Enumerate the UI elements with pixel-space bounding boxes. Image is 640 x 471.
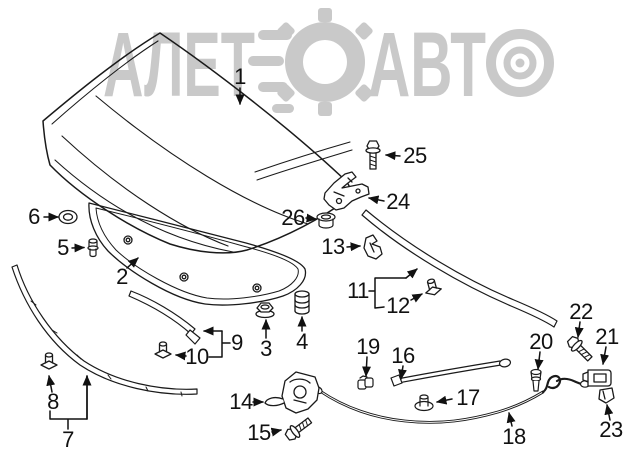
part-label-16[interactable]: 16 <box>391 343 415 368</box>
part-label-4[interactable]: 4 <box>296 329 308 354</box>
hood-hinge[interactable] <box>323 171 370 211</box>
part-label-17[interactable]: 17 <box>456 385 480 410</box>
part-label-14[interactable]: 14 <box>229 389 253 414</box>
gear-icon <box>248 8 373 116</box>
part-label-1[interactable]: 1 <box>234 64 246 89</box>
handle-bracket[interactable] <box>582 369 612 387</box>
part-label-12[interactable]: 12 <box>386 293 410 318</box>
leader-15 <box>270 427 282 437</box>
part-label-22[interactable]: 22 <box>569 299 593 324</box>
part-label-9[interactable]: 9 <box>231 330 243 355</box>
leader-25 <box>385 151 401 161</box>
push-clip-12[interactable] <box>421 276 444 298</box>
retainer-plate[interactable] <box>598 387 615 404</box>
part-label-11[interactable]: 11 <box>347 278 369 303</box>
part-label-23[interactable]: 23 <box>599 417 623 442</box>
leader-24 <box>368 195 385 205</box>
leader-10 <box>175 351 187 361</box>
part-label-5[interactable]: 5 <box>57 235 69 260</box>
plug-clip-20[interactable] <box>530 368 542 392</box>
part-label-19[interactable]: 19 <box>356 334 380 359</box>
watermark-text-right: АВТ <box>368 14 486 116</box>
prop-rod[interactable] <box>390 358 512 387</box>
leader-22 <box>574 321 584 338</box>
leader-13 <box>346 242 361 252</box>
push-clip-8[interactable] <box>40 352 58 370</box>
part-label-13[interactable]: 13 <box>321 234 345 259</box>
part-label-10[interactable]: 10 <box>185 344 209 369</box>
grommet-26[interactable] <box>316 212 336 229</box>
part-label-20[interactable]: 20 <box>529 329 553 354</box>
leader-8 <box>46 375 56 393</box>
leader-23 <box>604 404 614 421</box>
leader-16 <box>397 365 407 380</box>
part-label-26[interactable]: 26 <box>281 205 305 230</box>
nut[interactable] <box>255 302 275 319</box>
leader-20 <box>534 351 544 370</box>
leader-11-bracket <box>368 277 407 309</box>
leader-9-bracket <box>208 330 231 358</box>
leader-26 <box>305 213 317 223</box>
cowl-weatherstrip[interactable] <box>361 209 558 328</box>
part-label-8[interactable]: 8 <box>47 389 59 414</box>
part-label-18[interactable]: 18 <box>502 424 526 449</box>
leader-5 <box>71 243 85 253</box>
leader-lines <box>43 87 614 437</box>
bolt-22[interactable] <box>564 333 596 365</box>
push-clip-10[interactable] <box>154 341 172 359</box>
grommet-17[interactable] <box>414 394 434 412</box>
leader-21 <box>600 346 610 365</box>
grommet-oval[interactable] <box>58 209 78 225</box>
hood-latch[interactable] <box>264 371 320 414</box>
part-label-15[interactable]: 15 <box>247 420 271 445</box>
leader-12 <box>410 293 423 303</box>
part-label-7[interactable]: 7 <box>62 427 74 452</box>
part-label-24[interactable]: 24 <box>386 189 410 214</box>
cable-clip-19[interactable] <box>357 375 374 390</box>
bolt-25[interactable] <box>365 140 381 170</box>
part-label-21[interactable]: 21 <box>595 324 619 349</box>
wheel-icon <box>486 29 554 97</box>
leader-19 <box>362 356 371 377</box>
support-rod[interactable] <box>128 290 201 345</box>
part-label-3[interactable]: 3 <box>260 336 272 361</box>
bumper-cushion[interactable] <box>294 290 310 315</box>
hood-panel[interactable] <box>42 32 353 254</box>
leader-17 <box>436 395 453 405</box>
bracket-13[interactable] <box>363 234 383 260</box>
watermark-text-left: АЛЕТ <box>103 14 255 116</box>
leader-2 <box>126 257 139 269</box>
part-label-25[interactable]: 25 <box>403 143 427 168</box>
part-label-2[interactable]: 2 <box>116 264 128 289</box>
leader-11 <box>405 268 418 279</box>
pin-clip[interactable] <box>87 238 99 258</box>
watermark: АЛЕТ АВТ <box>103 8 554 116</box>
hood-insulator-pad[interactable] <box>88 202 307 306</box>
bolt-15[interactable] <box>282 414 315 444</box>
leader-18 <box>506 412 516 427</box>
front-seal-strip[interactable] <box>11 264 198 397</box>
part-label-6[interactable]: 6 <box>28 204 40 229</box>
